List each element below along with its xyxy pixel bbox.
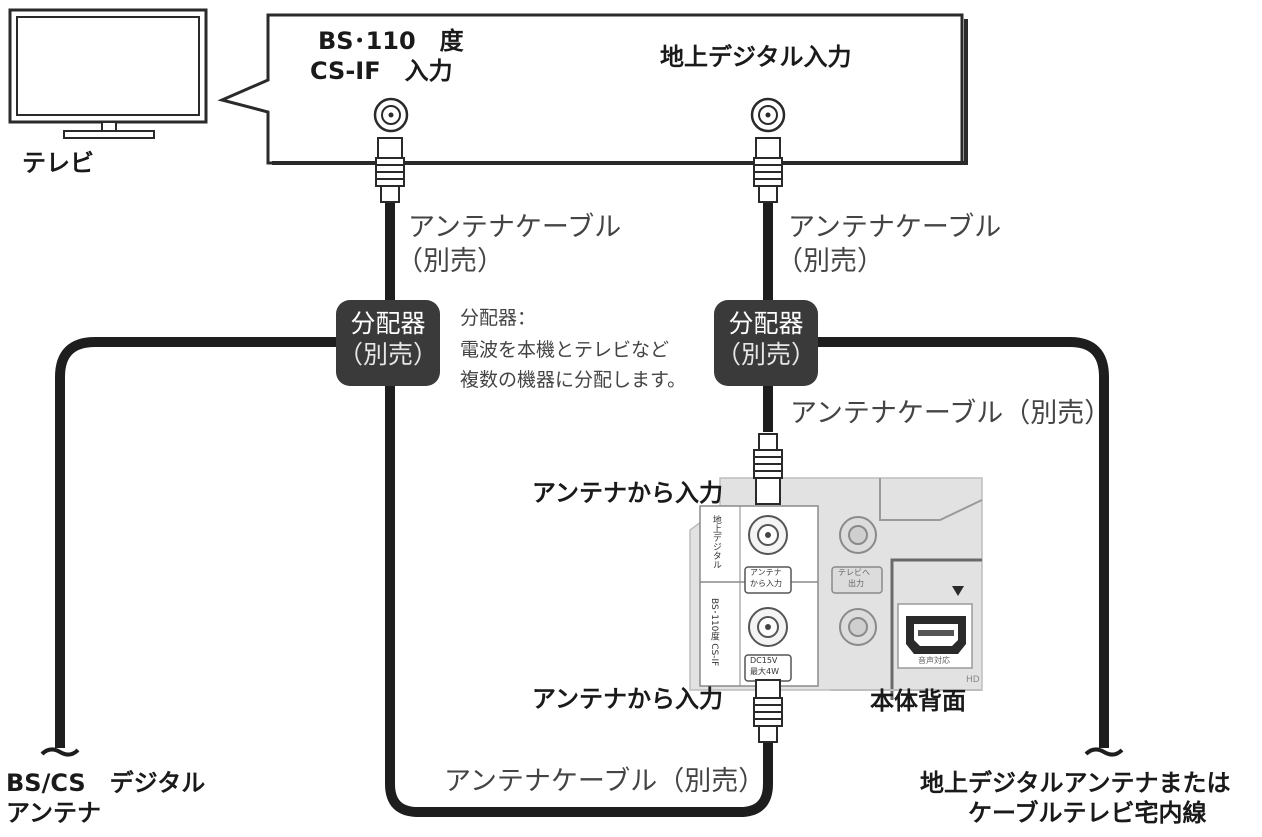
- bs-antenna-cable-end-icon: [40, 747, 80, 757]
- device-input-label-top: アンテナから入力: [532, 479, 724, 507]
- plug-icon-device-top: [753, 433, 783, 505]
- note-title: 分配器：: [460, 307, 537, 329]
- splitter-right-line1: 分配器: [728, 309, 804, 338]
- cable-label-bottom: アンテナケーブル（別売）: [444, 766, 766, 797]
- cable-label-middle: アンテナケーブル（別売）: [790, 398, 1112, 429]
- tv-icon: [8, 8, 208, 139]
- tag-antenna-line2: から入力: [750, 579, 782, 588]
- tag-antenna-box: [744, 566, 792, 594]
- plug-icon-tv-bs: [375, 137, 405, 203]
- bs-antenna-label-line1: BS/CS デジタル: [6, 769, 206, 797]
- terrestrial-input-label: 地上デジタル入力: [660, 43, 852, 71]
- plug-icon-tv-terrestrial: [753, 137, 783, 203]
- splitter-left: 分配器 （別売）: [336, 300, 440, 386]
- plug-icon-device-bottom: [753, 679, 783, 743]
- cable-label-left-top-line1: アンテナケーブル: [408, 212, 622, 243]
- splitter-right-line2: （別売）: [715, 340, 816, 370]
- panel-terrestrial-jack-icon: [748, 515, 788, 555]
- note-line1: 電波を本機とテレビなど: [460, 339, 670, 361]
- panel-bs-text: BS･110度 CS-IF: [708, 598, 719, 667]
- hd-text: HD: [966, 675, 980, 685]
- tag-tv-box: [831, 566, 883, 594]
- bs-input-label-line1: BS･110 度: [318, 27, 464, 55]
- panel-terrestrial-text: 地上デジタル: [710, 515, 721, 569]
- tag-antenna-line1: アンテナ: [750, 568, 782, 577]
- splitter-left-line1: 分配器: [350, 309, 426, 338]
- device-input-label-bottom: アンテナから入力: [532, 685, 724, 713]
- terrestrial-cable-end-icon: [1084, 747, 1124, 757]
- hdmi-port-icon: [897, 586, 973, 669]
- tag-dc-line1: DC15V: [750, 656, 778, 665]
- cable-label-right-top-line1: アンテナケーブル: [788, 212, 1002, 243]
- panel-tv-out-jack-icon: [839, 516, 877, 554]
- tag-tv-line1: テレビへ: [838, 568, 870, 577]
- bs-antenna-label-line2: アンテナ: [6, 799, 102, 827]
- bs-input-label-line2: CS-IF 入力: [310, 57, 453, 85]
- cables: [55, 200, 1109, 817]
- splitter-left-line2: （別売）: [337, 340, 438, 370]
- tag-dc-line2: 最大4W: [750, 667, 779, 676]
- hdmi-label: 音声対応: [918, 656, 950, 665]
- note-line2: 複数の機器に分配します。: [460, 369, 687, 391]
- terrestrial-input-jack-icon: [750, 97, 786, 133]
- panel-bs-jack-icon: [748, 607, 788, 647]
- splitter-right: 分配器 （別売）: [714, 300, 818, 386]
- cable-label-right-top-line2: （別売）: [776, 246, 884, 277]
- terrestrial-antenna-label-line2: ケーブルテレビ宅内線: [968, 799, 1207, 827]
- bs-input-jack-icon: [373, 97, 409, 133]
- terrestrial-antenna-label-line1: 地上デジタルアンテナまたは: [920, 769, 1231, 797]
- tv-label: テレビ: [22, 149, 94, 177]
- tag-tv-line2: 出力: [848, 579, 864, 588]
- cable-label-left-top-line2: （別売）: [396, 246, 504, 277]
- device-rear-label: 本体背面: [870, 687, 966, 715]
- panel-extra-jack-icon: [839, 608, 877, 646]
